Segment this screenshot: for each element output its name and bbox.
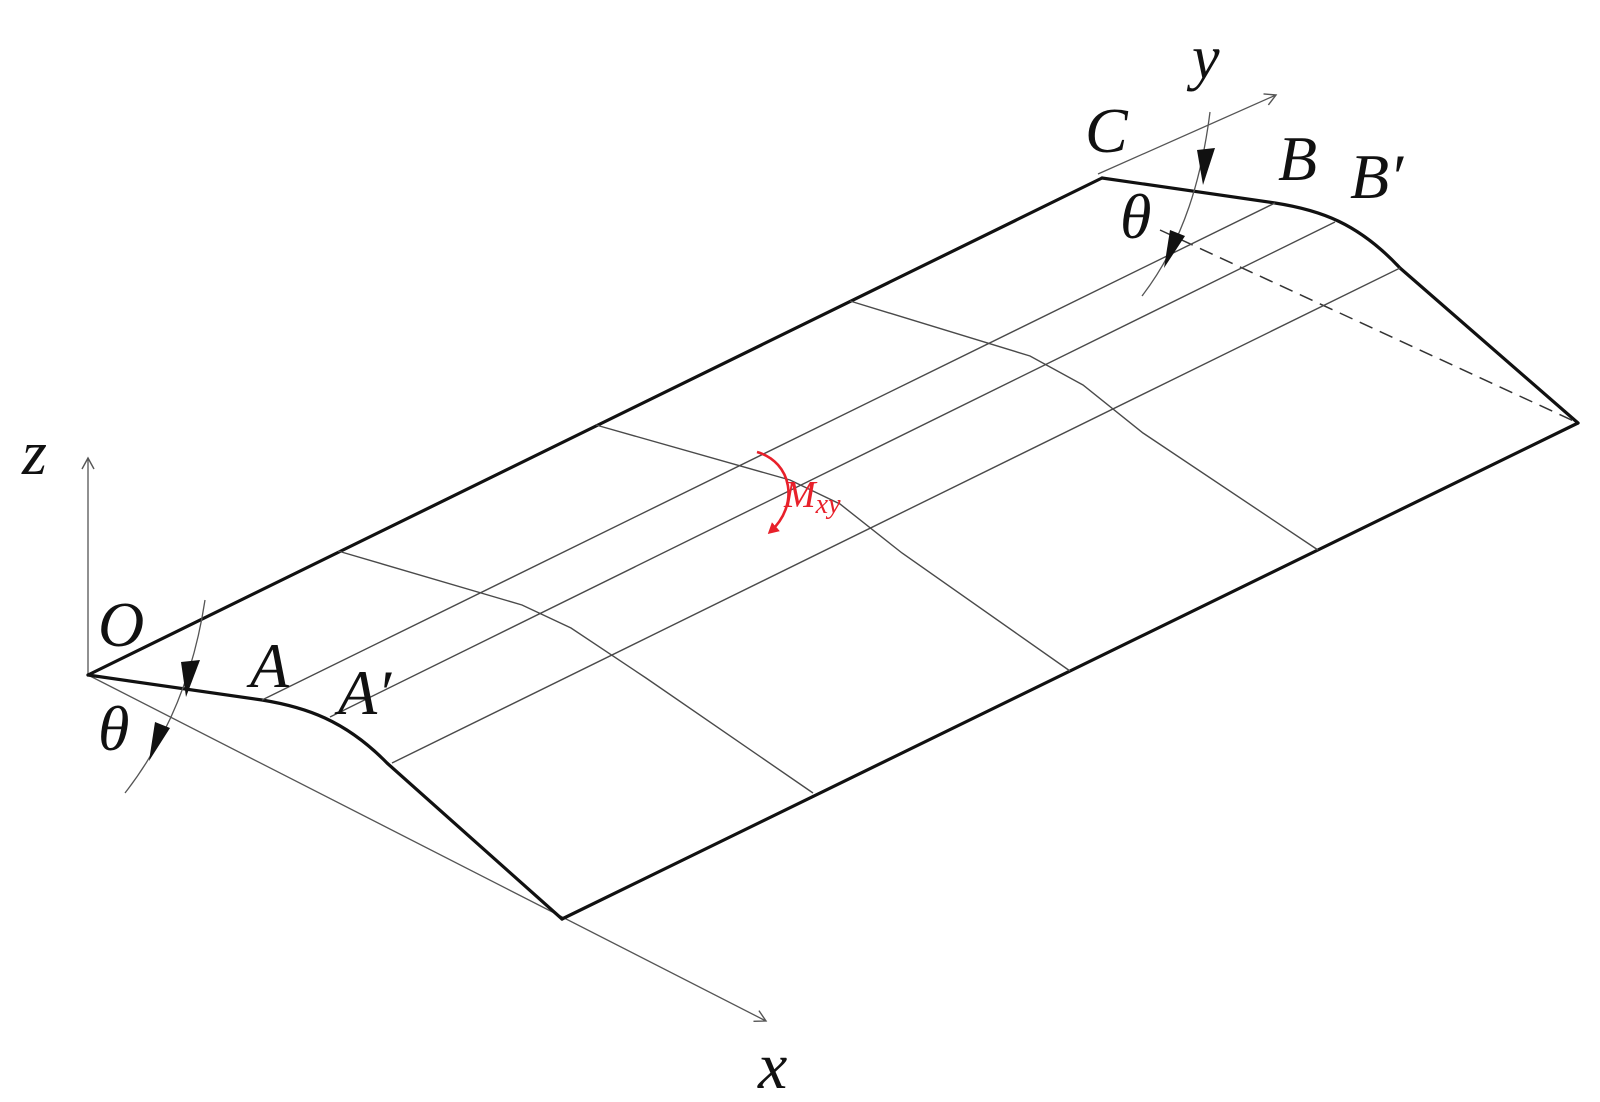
theta-arrowhead-front-bottom-icon <box>149 722 170 761</box>
z-axis-label: z <box>21 417 47 488</box>
moment-arc-icon <box>756 450 790 535</box>
point-a-label: A <box>246 630 290 701</box>
plate-outline <box>86 176 1580 921</box>
diagram-labels: z x y O A A′ C B B′ θ θ <box>21 24 1404 1102</box>
edge-back-curve <box>1100 176 1580 425</box>
edge-front-curve <box>86 673 564 921</box>
grid-line-a-prime <box>329 221 1336 718</box>
grid-line-inner <box>391 267 1401 764</box>
theta-arrowhead-back-top-icon <box>1197 148 1215 185</box>
origin-label: O <box>98 589 144 660</box>
y-axis-label: y <box>1186 24 1220 92</box>
theta-indicator-back <box>1141 111 1215 297</box>
theta-arrowhead-back-bottom-icon <box>1164 230 1185 268</box>
point-b-label: B <box>1278 123 1317 194</box>
y-axis-line <box>1097 93 1278 175</box>
point-c-label: C <box>1085 95 1129 166</box>
rotation-arc-front <box>124 599 206 794</box>
theta-front-label: θ <box>98 693 129 764</box>
point-b-prime-label: B′ <box>1350 141 1404 212</box>
moment-label-sub: xy <box>815 489 841 520</box>
rotation-arc-back <box>1141 111 1211 297</box>
transverse-grid <box>337 300 1319 794</box>
grid-line-a <box>261 202 1276 701</box>
theta-arrowhead-front-top-icon <box>181 660 200 697</box>
edge-origin-to-c <box>86 176 1104 677</box>
theta-indicator-front <box>124 599 206 794</box>
point-a-prime-label: A′ <box>334 657 392 728</box>
moment-label-main: M <box>783 474 818 516</box>
transverse-line-3 <box>849 300 1319 551</box>
moment-label: Mxy <box>783 474 841 520</box>
longitudinal-grid <box>261 202 1401 764</box>
transverse-line-2 <box>595 424 1071 672</box>
transverse-line-1 <box>337 550 814 794</box>
theta-back-label: θ <box>1120 181 1151 252</box>
x-axis-label: x <box>757 1030 787 1102</box>
x-axis-line <box>87 674 768 1023</box>
twisting-moment: Mxy <box>756 450 841 535</box>
dashed-reference-line <box>1159 229 1579 424</box>
coordinate-axes <box>81 93 1278 1023</box>
